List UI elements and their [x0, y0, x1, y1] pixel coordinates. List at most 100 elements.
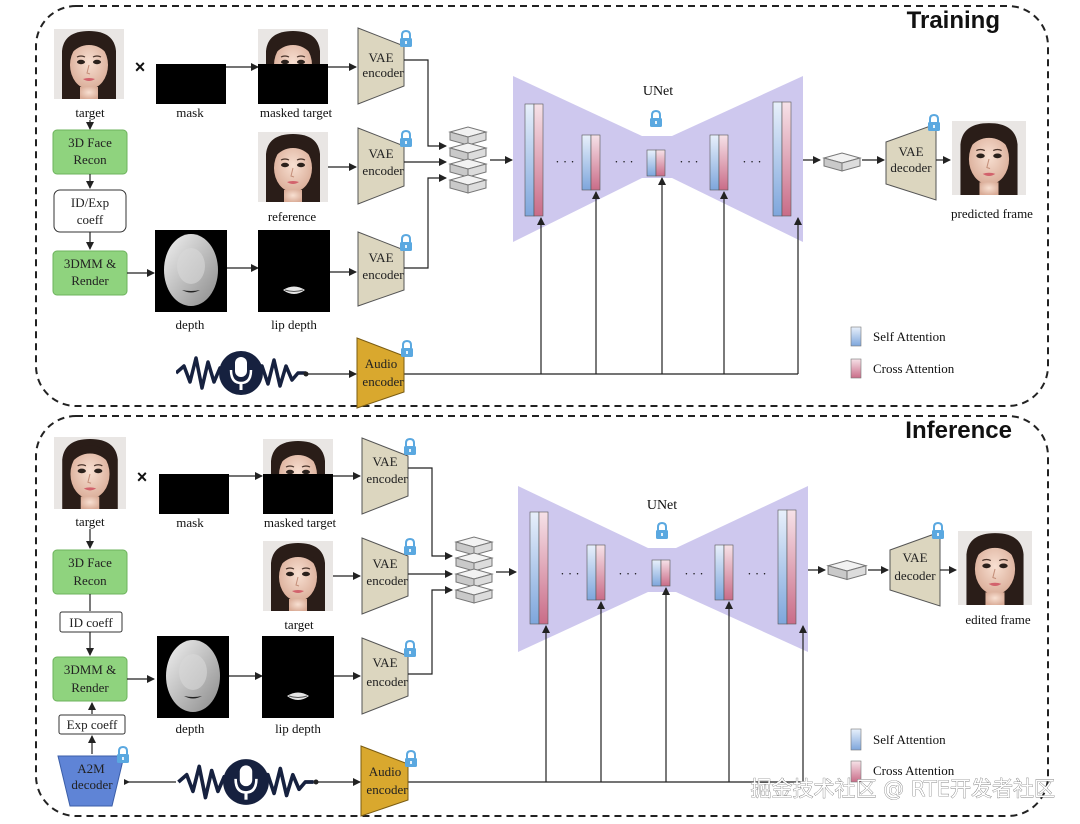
id-coeff-box [59, 611, 123, 633]
inf-target-image [54, 436, 126, 510]
inf-latent-stack [455, 536, 493, 604]
edited-frame-label: edited frame [965, 612, 1031, 627]
lock-icon [403, 438, 417, 456]
inference-border [35, 415, 1049, 817]
svg-text:· · ·: · · · [684, 566, 704, 581]
lock-icon [931, 522, 945, 540]
training-panel: Training target 3D Face Recon ID/Exp coe… [35, 5, 1049, 409]
render-line1: 3DMM & [64, 256, 116, 271]
svg-text:Render: Render [71, 680, 109, 695]
svg-text:encoder: encoder [366, 674, 408, 689]
depth-label: depth [176, 317, 205, 332]
lock-icon [404, 750, 418, 768]
training-title: Training [907, 7, 1000, 34]
latent-stack [449, 126, 487, 194]
inf-vae-decoder: VAE decoder [889, 522, 945, 607]
predicted-frame-label: predicted frame [951, 206, 1033, 221]
inf-second-target-image [263, 540, 333, 612]
svg-text:· · ·: · · · [560, 566, 580, 581]
svg-text:depth: depth [176, 721, 205, 736]
svg-text:Exp coeff: Exp coeff [67, 717, 118, 732]
svg-text:· · ·: · · · [747, 566, 767, 581]
inf-audio-waveform-icon [176, 757, 316, 807]
inf-masked-target-image [263, 438, 333, 514]
render-line2: Render [71, 273, 109, 288]
vae-encoder-2: VAE encoder [357, 127, 413, 205]
svg-text:· · ·: · · · [742, 154, 762, 169]
svg-text:encoder: encoder [362, 163, 404, 178]
vae-decoder: VAE decoder [885, 114, 941, 201]
svg-text:3DMM &: 3DMM & [64, 662, 116, 677]
face-recon-line1: 3D Face [68, 135, 112, 150]
vae-encoder-3: VAE encoder [357, 231, 413, 307]
svg-text:A2M: A2M [77, 761, 105, 776]
predicted-frame-image [952, 120, 1026, 196]
inf-output-latent-cube [827, 559, 867, 581]
inf-depth-image [157, 636, 229, 718]
svg-text:decoder: decoder [71, 777, 113, 792]
svg-text:3D Face: 3D Face [68, 555, 112, 570]
svg-text:· · ·: · · · [618, 566, 638, 581]
face-recon-line2: Recon [73, 152, 107, 167]
audio-waveform-icon [176, 349, 306, 397]
output-latent-cube [823, 152, 861, 172]
svg-text:VAE: VAE [902, 550, 927, 565]
coeff-line2: coeff [77, 212, 104, 227]
svg-text:Audio: Audio [365, 356, 398, 371]
unet-label: UNet [643, 84, 673, 99]
inference-legend: Self Attention Cross Attention [850, 728, 955, 783]
svg-text:VAE: VAE [898, 144, 923, 159]
masked-target-image [258, 28, 328, 104]
svg-text:VAE: VAE [368, 250, 393, 265]
lock-icon [403, 538, 417, 556]
masked-target-label: masked target [260, 105, 333, 120]
svg-text:decoder: decoder [894, 568, 936, 583]
inference-panel: Inference target 3D Face Recon ID coeff … [35, 415, 1049, 817]
svg-text:ID coeff: ID coeff [69, 615, 113, 630]
svg-text:encoder: encoder [366, 782, 408, 797]
lock-icon [403, 640, 417, 658]
svg-text:encoder: encoder [362, 65, 404, 80]
svg-text:VAE: VAE [372, 655, 397, 670]
lock-icon [655, 522, 669, 540]
svg-text:decoder: decoder [890, 160, 932, 175]
exp-coeff-box [58, 714, 126, 735]
coeff-line1: ID/Exp [71, 195, 109, 210]
svg-text:VAE: VAE [372, 454, 397, 469]
audio-encoder: Audio encoder [356, 337, 414, 409]
svg-text:VAE: VAE [368, 146, 393, 161]
training-border [35, 5, 1049, 407]
depth-image [155, 230, 227, 312]
mask-label: mask [176, 105, 204, 120]
svg-text:Cross Attention: Cross Attention [873, 763, 955, 778]
inf-unet: UNet · · · · · · · · · · · · [518, 486, 808, 652]
reference-image [258, 131, 328, 203]
svg-text:encoder: encoder [366, 573, 408, 588]
a2m-decoder: A2M decoder [57, 746, 130, 807]
svg-text:encoder: encoder [362, 267, 404, 282]
svg-text:UNet: UNet [647, 498, 677, 513]
inf-mask-label: mask [176, 515, 204, 530]
inf-vae-encoder-3: VAE encoder [361, 637, 417, 715]
svg-text:Self Attention: Self Attention [873, 732, 946, 747]
svg-text:lip depth: lip depth [275, 721, 321, 736]
vae-encoder-1: VAE encoder [357, 27, 413, 105]
inf-masked-target-label: masked target [264, 515, 337, 530]
svg-text:encoder: encoder [362, 374, 404, 389]
svg-text:Self Attention: Self Attention [873, 329, 946, 344]
edited-frame-image [958, 530, 1032, 606]
svg-text:Recon: Recon [73, 573, 107, 588]
svg-text:VAE: VAE [372, 556, 397, 571]
inf-audio-encoder: Audio encoder [360, 745, 418, 817]
lock-icon [399, 30, 413, 48]
lock-icon [399, 130, 413, 148]
inf-second-target-label: target [284, 617, 314, 632]
target-label: target [75, 105, 105, 120]
inf-vae-encoder-1: VAE encoder [361, 437, 417, 515]
mask-image [156, 64, 226, 104]
inf-times-symbol: × [137, 467, 148, 487]
svg-text:· · ·: · · · [555, 154, 575, 169]
reference-label: reference [268, 209, 317, 224]
svg-text:· · ·: · · · [679, 154, 699, 169]
